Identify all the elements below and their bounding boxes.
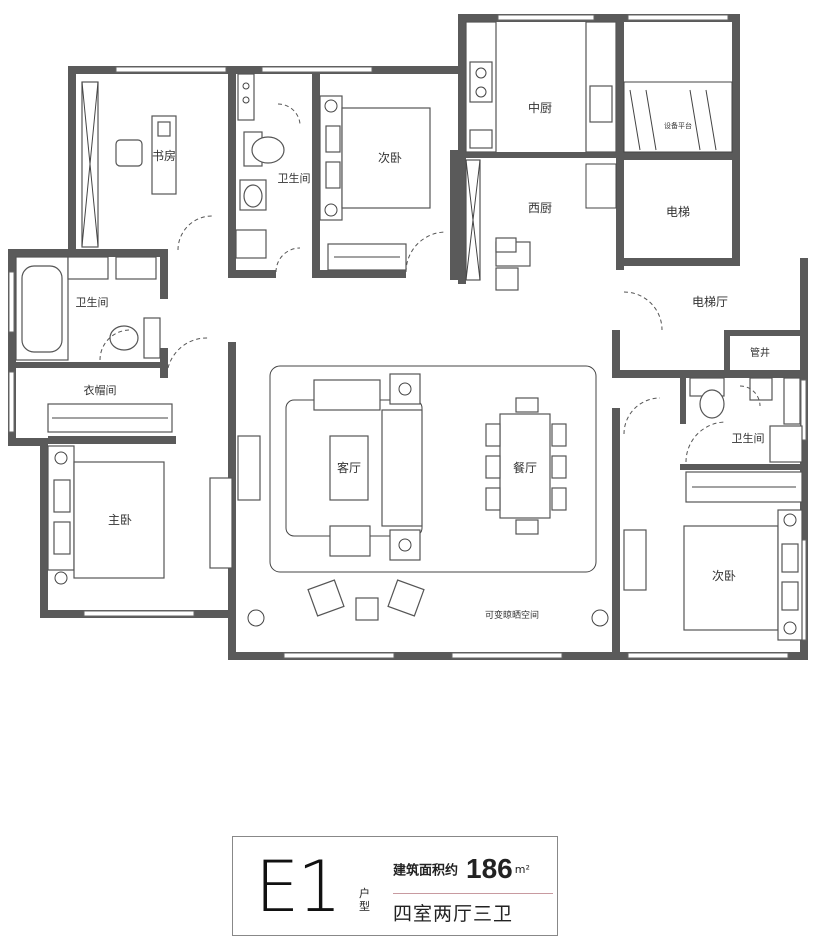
- chinese-kitchen-fixtures: [465, 21, 617, 153]
- room-label-chinese-kitchen: 中厨: [528, 100, 552, 115]
- room-labels: 书房 卫生间 次卧 中厨 设备平台 西厨 电梯 电梯厅 管井 卫生间 衣帽间 客…: [76, 100, 771, 621]
- room-label-bath-north: 卫生间: [278, 171, 311, 185]
- equipment-platform: [623, 81, 733, 153]
- bath-east-fixtures: [685, 377, 803, 463]
- room-label-sunroom: 可变晾晒空间: [485, 609, 539, 621]
- room-label-elevator: 电梯: [666, 205, 690, 219]
- room-label-western-kitchen: 西厨: [528, 201, 552, 215]
- room-label-bedroom-north: 次卧: [378, 151, 402, 165]
- room-label-living-room: 客厅: [337, 460, 361, 475]
- walk-in-closet: [47, 403, 173, 433]
- room-label-bedroom-east: 次卧: [712, 569, 736, 583]
- area-value: 186: [466, 853, 513, 884]
- layout-description: 四室两厅三卫: [393, 903, 514, 925]
- study-room: [81, 81, 213, 251]
- room-label-master-bedroom: 主卧: [108, 513, 132, 527]
- room-label-dining-room: 餐厅: [513, 460, 537, 475]
- floor-plan: 书房 卫生间 次卧 中厨 设备平台 西厨 电梯 电梯厅 管井 卫生间 衣帽间 客…: [8, 14, 808, 660]
- divider: [393, 893, 553, 894]
- room-label-equipment-platform: 设备平台: [664, 121, 692, 130]
- living-dining-fixtures: [209, 365, 609, 627]
- area-unit: m²: [514, 862, 530, 876]
- western-kitchen-fixtures: [465, 159, 617, 291]
- unit-type-label: 户型: [359, 887, 370, 913]
- master-bedroom-fixtures: [47, 445, 165, 585]
- bath-west-fixtures: [15, 256, 209, 369]
- room-label-pipe-shaft: 管井: [750, 346, 770, 359]
- elevator-hall: [623, 291, 663, 435]
- bath-north-fixtures: [235, 73, 301, 273]
- windows: [8, 14, 807, 659]
- room-label-bath-east: 卫生间: [732, 431, 765, 445]
- room-label-elevator-hall: 电梯厅: [692, 295, 728, 309]
- area-label: 建筑面积约: [393, 863, 459, 879]
- bedroom-east-fixtures: [623, 471, 803, 641]
- room-label-study: 书房: [152, 148, 176, 163]
- bedroom-north-fixtures: [319, 95, 447, 273]
- unit-code: E1: [255, 846, 342, 928]
- room-label-bath-west: 卫生间: [76, 295, 109, 309]
- room-label-walk-in-closet: 衣帽间: [84, 383, 117, 397]
